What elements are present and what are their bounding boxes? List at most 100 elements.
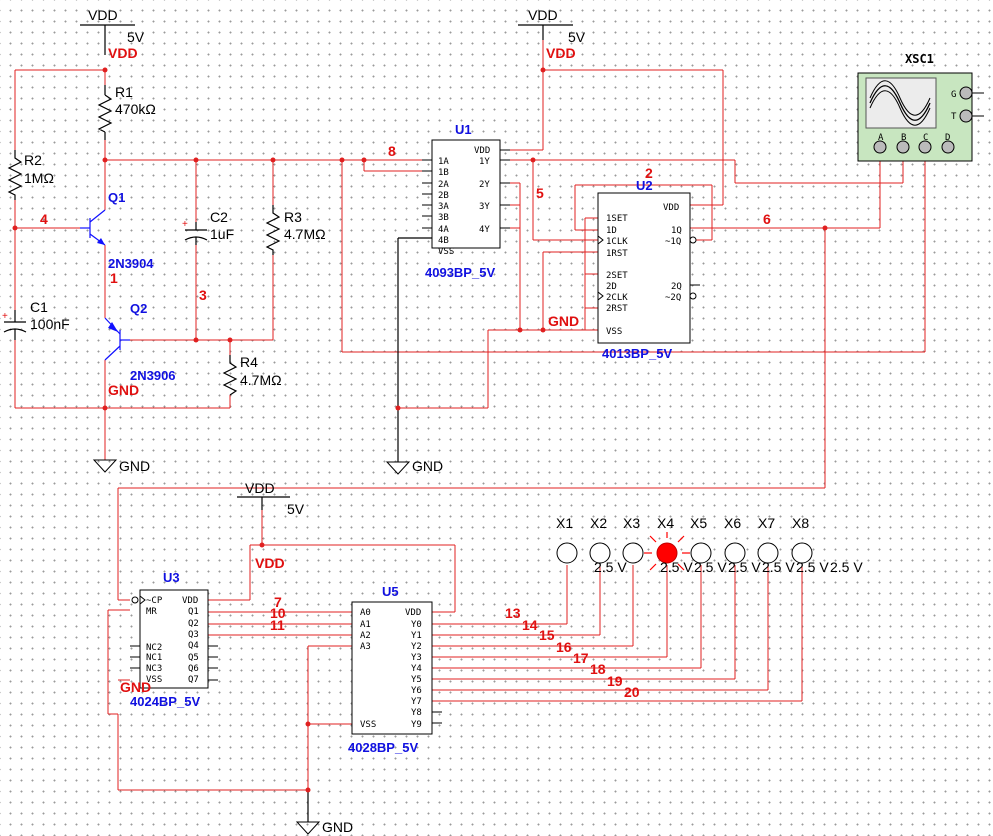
u5-pin-y2: Y2 xyxy=(411,642,422,652)
lamp-x8[interactable]: X8 xyxy=(791,515,813,564)
gnd3-label: GND xyxy=(322,819,353,835)
scope-terminal-c[interactable] xyxy=(918,140,932,154)
vdd-supply-3[interactable]: VDD 5V VDD xyxy=(237,480,305,571)
lamp-x7-bulb xyxy=(757,542,779,564)
wires-oscillator xyxy=(14,69,432,460)
vdd-supply-1[interactable]: VDD 5V VDD xyxy=(80,7,145,61)
wires-logic xyxy=(117,25,926,601)
u3-pin-q6: Q6 xyxy=(188,664,199,674)
u2-ref: U2 xyxy=(636,178,653,193)
scope-terminal-d[interactable] xyxy=(941,140,955,154)
u3-pin-q1: Q1 xyxy=(188,607,199,617)
u1-pin-vss: VSS xyxy=(438,247,454,257)
u5-pin-vdd: VDD xyxy=(405,608,421,618)
net-20: 20 xyxy=(624,684,640,700)
junctions xyxy=(12,67,828,793)
u3-pin-nc3: NC3 xyxy=(146,664,162,674)
r2-value: 1MΩ xyxy=(24,170,54,186)
lamp-x6[interactable]: X6 xyxy=(724,515,746,564)
u2-pin-1q: 1Q xyxy=(671,226,682,236)
u5-pin-y3: Y3 xyxy=(411,653,422,663)
lamp-x3[interactable]: X3 xyxy=(622,515,644,564)
u5-pin-a3: A3 xyxy=(360,642,371,652)
u2-pin-vdd: VDD xyxy=(663,203,679,213)
ic-u1[interactable]: U1 4093BP_5V 1A 1B 2A 2B 3A 3B 4A 4B VSS… xyxy=(422,122,510,280)
u3-pin-q3: Q3 xyxy=(188,630,199,640)
ic-u5[interactable]: U5 4028BP_5V A0 A1 A2 A3 VSS VDD Y0 Y1 Y… xyxy=(348,584,442,755)
u1-pin-3y: 3Y xyxy=(479,202,490,212)
u1-pin-1b: 1B xyxy=(438,168,449,178)
u1-pin-3b: 3B xyxy=(438,213,449,223)
capacitor-c2[interactable]: + C2 1uF xyxy=(182,209,234,245)
u5-left-pins: A0 A1 A2 A3 VSS xyxy=(360,608,376,730)
oscilloscope-xsc1[interactable]: XSC1 A B C D G T xyxy=(857,52,984,162)
ic-u3[interactable]: U3 4024BP_5V GND ~CP MR NC2 NC1 NC3 VSS … xyxy=(120,570,218,709)
lamp-ratings: 2.5 V 2.5 V 2.5 V 2.5 V 2.5 V 2.5 V 2.5 … xyxy=(594,559,863,575)
lamp-rating-7: 2.5 V xyxy=(830,559,863,575)
gnd-symbol-3[interactable]: GND xyxy=(295,819,353,835)
u3-left-pins: ~CP MR NC2 NC1 NC3 VSS xyxy=(146,596,163,685)
scope-terminal-g[interactable] xyxy=(959,86,973,100)
net-14: 14 xyxy=(522,617,538,633)
u1-ref: U1 xyxy=(455,122,472,137)
scope-g-label: G xyxy=(951,90,956,100)
u3-pin-ncp: ~CP xyxy=(146,596,163,606)
u2-pin-n1q: ~1Q xyxy=(665,237,681,247)
scope-ch-a-label: A xyxy=(878,133,884,143)
lamp-rating-6: 2.5 V xyxy=(796,559,829,575)
lamp-rating-4: 2.5 V xyxy=(728,559,761,575)
u2-part: 4013BP_5V xyxy=(602,346,672,361)
vdd3-value: 5V xyxy=(287,501,305,517)
resistor-r4[interactable]: R4 4.7MΩ xyxy=(222,354,282,396)
u1-pin-vdd: VDD xyxy=(474,146,490,156)
lamp-x4[interactable]: X4 xyxy=(644,515,690,571)
transistor-q1[interactable]: Q1 2N3904 xyxy=(80,190,154,271)
lamp-x5[interactable]: X5 xyxy=(690,515,712,564)
net-19: 19 xyxy=(607,673,623,689)
capacitor-c1[interactable]: + C1 100nF xyxy=(2,299,70,340)
scope-terminal-t[interactable] xyxy=(959,109,973,123)
lamp-x3-bulb xyxy=(622,542,644,564)
lamp-x5-label: X5 xyxy=(690,515,707,531)
u5-pin-y4: Y4 xyxy=(411,664,422,674)
gnd-symbol-1[interactable]: GND xyxy=(92,458,150,474)
q1-ref: Q1 xyxy=(108,190,125,205)
scope-terminal-a[interactable] xyxy=(873,140,887,154)
c2-ref: C2 xyxy=(210,209,228,225)
u5-pin-y5: Y5 xyxy=(411,675,422,685)
u5-part: 4028BP_5V xyxy=(348,740,418,755)
lamp-x7[interactable]: X7 xyxy=(757,515,779,564)
scope-terminal-b[interactable] xyxy=(896,140,910,154)
lamp-x2-bulb xyxy=(589,542,611,564)
q2-gnd-net: GND xyxy=(108,382,139,398)
lamp-x3-label: X3 xyxy=(623,515,640,531)
ic-u2[interactable]: U2 4013BP_5V GND 1SET 1D 1CLK 1RST 2SET … xyxy=(548,178,700,361)
gnd-symbol-2[interactable]: GND xyxy=(385,458,443,475)
lamp-x2[interactable]: X2 xyxy=(589,515,611,564)
lamp-x2-label: X2 xyxy=(590,515,607,531)
lamp-x8-label: X8 xyxy=(792,515,809,531)
r4-ref: R4 xyxy=(240,354,258,370)
c1-value: 100nF xyxy=(30,316,70,332)
q2-ref: Q2 xyxy=(130,301,147,316)
vdd-supply-2[interactable]: VDD 5V VDD xyxy=(518,7,586,61)
scope-channel-labels: A B C D G T xyxy=(878,90,957,143)
c1-plus: + xyxy=(2,311,8,322)
u2-gnd-net: GND xyxy=(548,313,579,329)
resistor-r2[interactable]: R2 1MΩ xyxy=(7,150,54,200)
resistor-r3[interactable]: R3 4.7MΩ xyxy=(265,205,326,255)
u1-pin-2a: 2A xyxy=(438,180,449,190)
u2-pin-1clk: 1CLK xyxy=(606,237,628,247)
u5-pin-vss: VSS xyxy=(360,720,376,730)
net-17: 17 xyxy=(573,650,589,666)
u3-pin-q2: Q2 xyxy=(188,619,199,629)
u1-pin-2b: 2B xyxy=(438,191,449,201)
transistor-q2[interactable]: Q2 2N3906 GND xyxy=(104,301,176,398)
lamp-x8-bulb xyxy=(791,542,813,564)
lamp-x4-bulb xyxy=(656,542,678,564)
lamp-x1[interactable]: X1 xyxy=(556,515,578,564)
net-5: 5 xyxy=(536,185,544,201)
resistor-r1[interactable]: R1 470kΩ xyxy=(97,84,156,140)
c2-value: 1uF xyxy=(210,226,234,242)
